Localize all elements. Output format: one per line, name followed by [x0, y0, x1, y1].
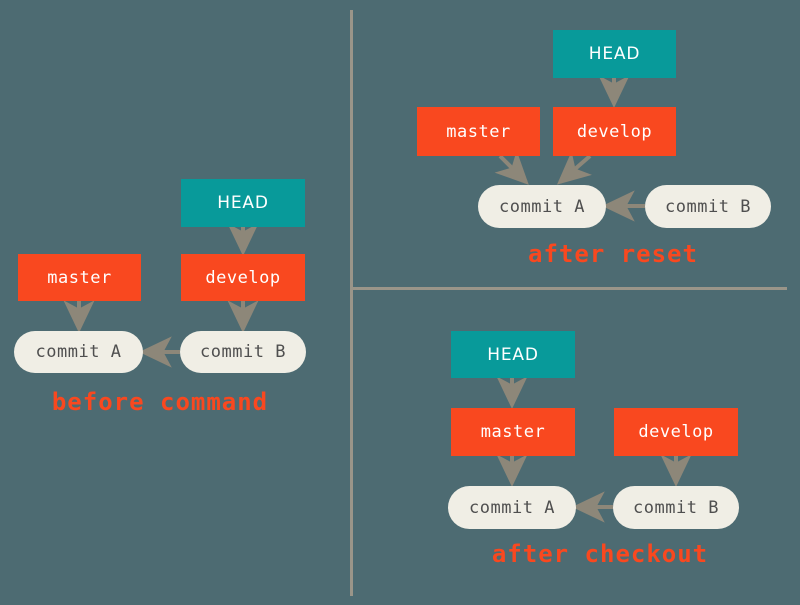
checkout-commit-a-node[interactable]: commit A [448, 486, 576, 529]
before-develop-node[interactable]: develop [181, 254, 305, 301]
reset-caption: after reset [528, 240, 698, 268]
checkout-master-node[interactable]: master [451, 408, 575, 456]
reset-head-node[interactable]: HEAD [553, 30, 676, 78]
vertical-divider [350, 10, 353, 596]
checkout-caption: after checkout [491, 540, 709, 568]
before-head-node[interactable]: HEAD [181, 179, 305, 227]
reset-commit-a-node[interactable]: commit A [478, 185, 606, 228]
reset-master-node[interactable]: master [417, 107, 540, 156]
arrow-develop-to-commit-a-p2 [556, 151, 592, 185]
before-commit-b-node[interactable]: commit B [180, 331, 306, 373]
before-master-node[interactable]: master [18, 254, 141, 301]
arrow-master-to-commit-a-p2 [494, 150, 529, 185]
checkout-develop-node[interactable]: develop [614, 408, 738, 456]
reset-develop-node[interactable]: develop [553, 107, 676, 156]
before-commit-a-node[interactable]: commit A [14, 331, 143, 373]
checkout-commit-b-node[interactable]: commit B [613, 486, 739, 529]
reset-commit-b-node[interactable]: commit B [645, 185, 771, 228]
checkout-head-node[interactable]: HEAD [451, 331, 575, 378]
horizontal-divider [353, 287, 787, 290]
before-caption: before command [51, 388, 269, 416]
